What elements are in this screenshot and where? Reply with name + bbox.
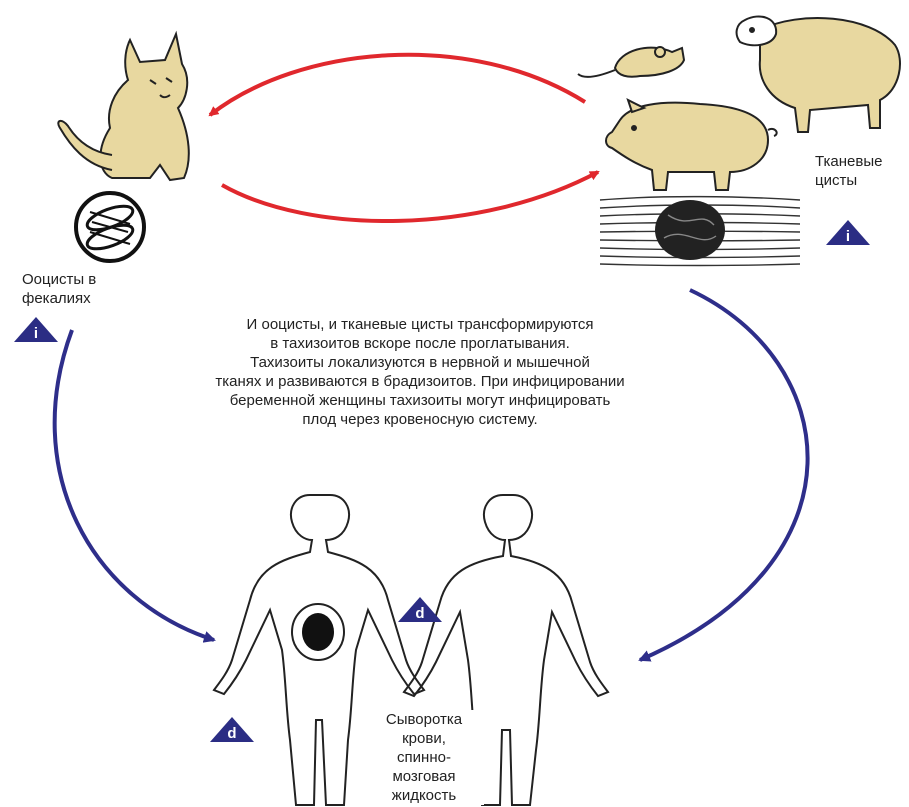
sheep-illustration <box>737 16 900 132</box>
oocyst-icon <box>76 193 144 261</box>
description-line-3: Тахизоиты локализуются в нервной и мышеч… <box>150 353 690 372</box>
label-tissue-cysts-line-2: цисты <box>815 171 882 190</box>
description-text: И ооцисты, и тканевые цисты трансформиру… <box>150 315 690 429</box>
infective-stage-badge-oocysts: i <box>14 317 58 342</box>
diagnostic-stage-badge-upper: d <box>398 597 442 622</box>
mouse-illustration <box>578 47 684 77</box>
description-line-2: в тахизоитов вскоре после проглатывания. <box>150 334 690 353</box>
label-serum-line-2: крови, <box>364 729 484 748</box>
badge-letter-i-cysts: i <box>846 228 850 245</box>
label-serum-line-5: жидкость <box>364 786 484 805</box>
label-oocysts-line-2: фекалиях <box>22 289 96 308</box>
label-serum-csf: Сыворотка крови, спинно- мозговая жидкос… <box>364 710 484 805</box>
description-line-6: плод через кровеносную систему. <box>150 410 690 429</box>
description-line-5: беременной женщины тахизоиты могут инфиц… <box>150 391 690 410</box>
tissue-cyst-icon <box>600 197 800 266</box>
badge-letter-d-upper: d <box>415 605 424 622</box>
fetus-icon <box>302 613 334 651</box>
label-serum-line-1: Сыворотка <box>364 710 484 729</box>
label-serum-line-4: мозговая <box>364 767 484 786</box>
label-tissue-cysts: Тканевые цисты <box>815 152 882 190</box>
arrow-cat-to-hosts <box>222 172 598 221</box>
infective-stage-badge-cysts: i <box>826 220 870 245</box>
badge-letter-d-lower: d <box>227 725 236 742</box>
description-line-1: И ооцисты, и тканевые цисты трансформиру… <box>150 315 690 334</box>
label-tissue-cysts-line-1: Тканевые <box>815 152 882 171</box>
label-oocysts-line-1: Ооцисты в <box>22 270 96 289</box>
pig-illustration <box>606 100 777 190</box>
badge-letter-i-oocysts: i <box>34 325 38 342</box>
cat-illustration <box>58 34 189 180</box>
label-serum-line-3: спинно- <box>364 748 484 767</box>
description-line-4: тканях и развиваются в брадизоитов. При … <box>150 372 690 391</box>
diagnostic-stage-badge-lower: d <box>210 717 254 742</box>
arrow-hosts-to-cat <box>210 55 585 115</box>
label-oocysts: Ооцисты в фекалиях <box>22 270 96 308</box>
